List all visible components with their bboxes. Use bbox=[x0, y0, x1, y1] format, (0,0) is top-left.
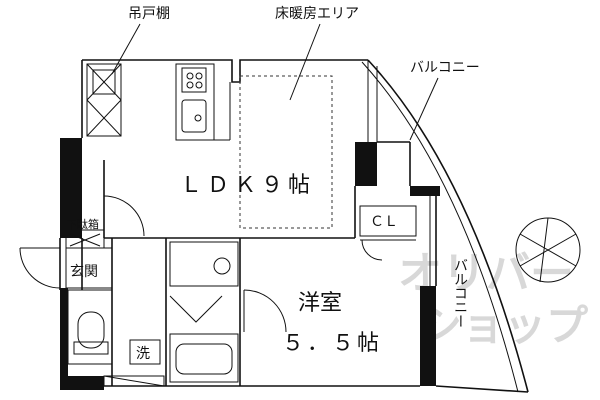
west-wall-lower bbox=[60, 288, 68, 388]
leader-balcony bbox=[409, 77, 439, 141]
stove bbox=[181, 67, 207, 93]
west-wall-upper bbox=[60, 138, 82, 238]
toilet-room bbox=[67, 289, 113, 365]
south-wall-left bbox=[60, 376, 104, 390]
label-washer: 洗 bbox=[136, 346, 150, 362]
east-column-upper bbox=[355, 142, 377, 186]
balcony-curve-inner bbox=[361, 61, 519, 393]
storage-box bbox=[86, 63, 122, 137]
leader-hanging-shelf bbox=[111, 23, 141, 75]
bath-door bbox=[169, 295, 223, 323]
label-balcony-top: バルコニー bbox=[410, 60, 480, 76]
burner-icon bbox=[195, 81, 203, 89]
washer-space bbox=[129, 339, 161, 365]
sink bbox=[181, 99, 207, 133]
balcony-column bbox=[410, 186, 440, 196]
floor-heating-area bbox=[239, 75, 333, 229]
east-wall-lower bbox=[420, 286, 436, 386]
outer-walls bbox=[60, 138, 440, 390]
closet bbox=[359, 205, 417, 237]
label-hanging-shelf: 吊戸棚 bbox=[128, 6, 170, 22]
leader-floor-heating bbox=[289, 23, 321, 101]
burner-icon bbox=[195, 72, 203, 80]
north-wall bbox=[82, 59, 368, 83]
balcony-bottom bbox=[435, 385, 529, 393]
label-closet: ＣＬ bbox=[370, 214, 398, 230]
label-ldk: ＬＤＫ９帖 bbox=[180, 173, 315, 198]
label-western-room: 洋室 bbox=[298, 291, 342, 316]
compass-icon bbox=[515, 217, 581, 283]
south-window bbox=[103, 375, 165, 387]
faucet-icon bbox=[194, 114, 202, 122]
toilet-tank bbox=[73, 341, 109, 355]
toilet-icon bbox=[77, 311, 105, 349]
washbasin-icon bbox=[213, 257, 231, 275]
fridge-space bbox=[92, 69, 116, 95]
label-shoe-box: 下駄箱 bbox=[66, 217, 99, 231]
kitchen bbox=[86, 63, 231, 141]
western-room-door-swing bbox=[243, 289, 287, 333]
bathtub-icon bbox=[175, 343, 233, 375]
front-door-swing bbox=[19, 247, 61, 289]
washbasin-area bbox=[169, 241, 239, 287]
ldk-door-swing bbox=[103, 195, 145, 237]
label-floor-heating: 床暖房エリア bbox=[275, 6, 359, 22]
closet-door-swing bbox=[361, 239, 383, 261]
label-western-room-size: ５．５帖 bbox=[282, 331, 382, 356]
burner-icon bbox=[186, 72, 194, 80]
burner-icon bbox=[186, 81, 194, 89]
label-entrance: 玄関 bbox=[70, 263, 98, 280]
label-balcony-side: バルコニー bbox=[452, 258, 468, 328]
bathroom bbox=[169, 333, 239, 383]
balcony-curve-outer bbox=[367, 59, 529, 393]
